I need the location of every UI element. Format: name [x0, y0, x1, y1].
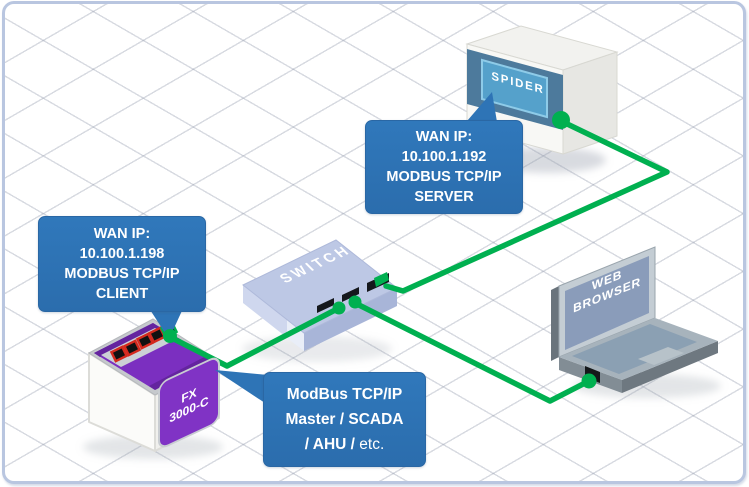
client-callout: WAN IP: 10.100.1.198 MODBUS TCP/IP CLIEN…	[38, 216, 206, 312]
server-callout: WAN IP: 10.100.1.192 MODBUS TCP/IP SERVE…	[365, 120, 523, 214]
modbus-callout: ModBus TCP/IP Master / SCADA / AHU / etc…	[263, 372, 426, 467]
